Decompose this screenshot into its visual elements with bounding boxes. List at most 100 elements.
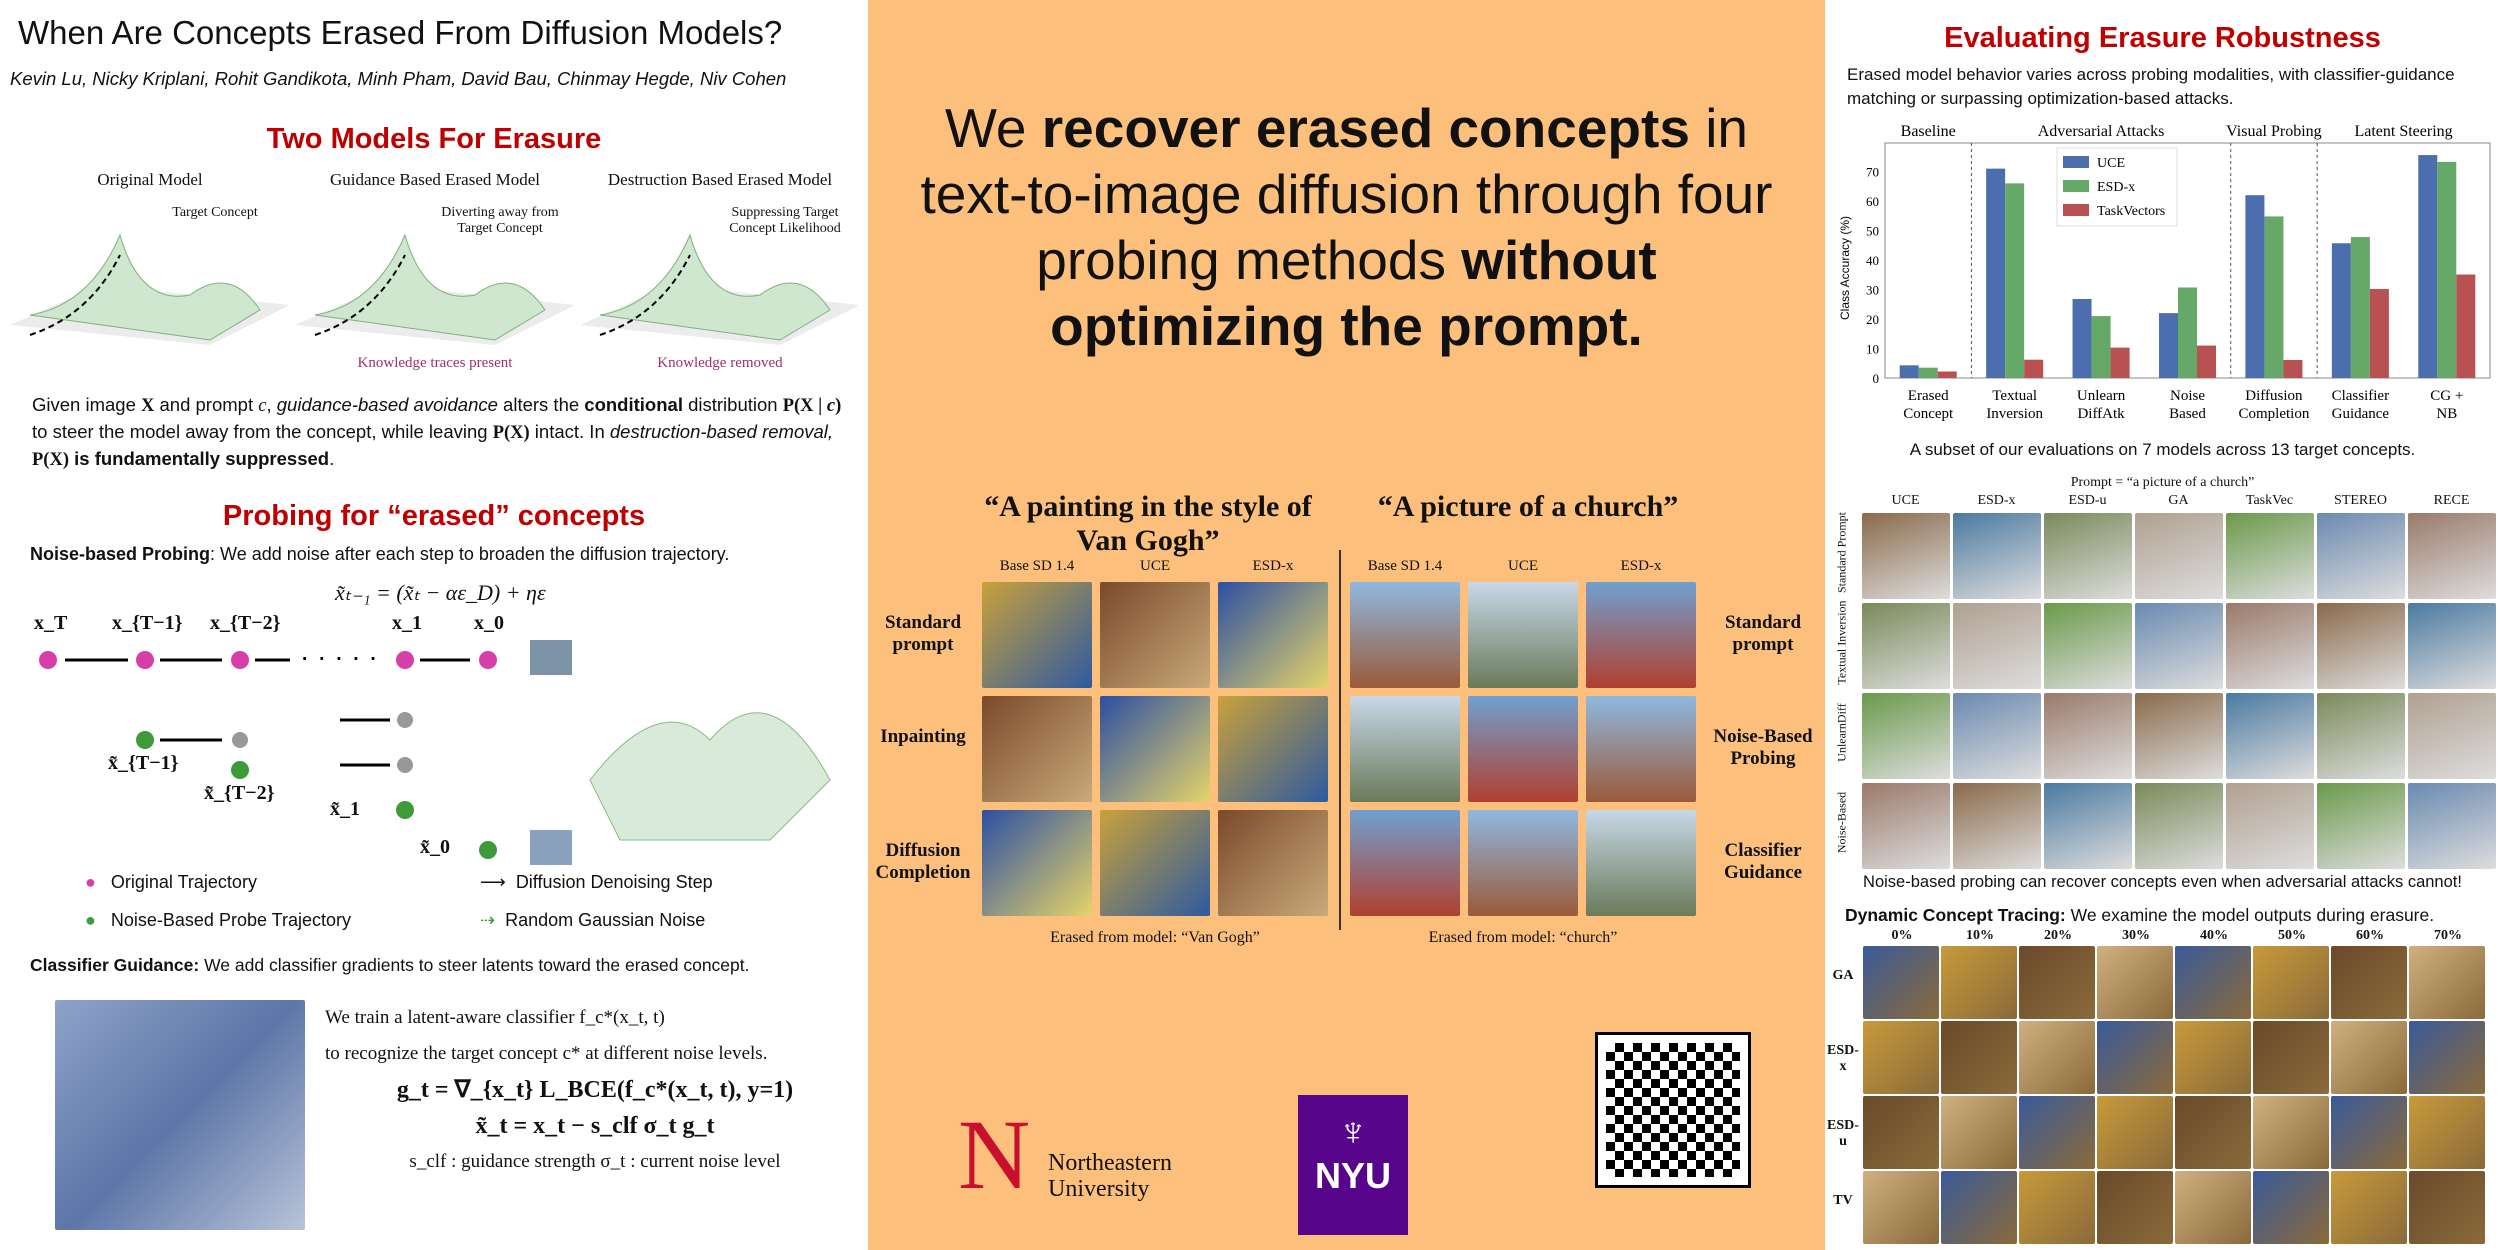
x-tick-label: Unlearn (2077, 388, 2126, 404)
tracing-row-label: ESD-u (1827, 1118, 1859, 1149)
tracing-image (2253, 1021, 2329, 1094)
tracing-image (2253, 1096, 2329, 1169)
y-axis-label: Class Accuracy (%) (1838, 216, 1852, 320)
grid-image (2044, 693, 2132, 779)
grid-column-label: TaskVec (2245, 493, 2294, 508)
bar-UCE (1899, 365, 1919, 378)
nyu-logo: ♆NYU (1298, 1095, 1408, 1235)
y-tick-label: 20 (1866, 312, 1879, 327)
bar-UCE (1986, 168, 2006, 378)
example-image (1586, 696, 1696, 802)
tracing-column-label: 30% (2122, 928, 2150, 943)
bar-UCE (2418, 155, 2438, 378)
two-models-heading: Two Models For Erasure (266, 123, 602, 155)
grid-image (2135, 513, 2223, 599)
tracing-row-label: GA (1832, 968, 1854, 983)
grid-image (2317, 783, 2405, 869)
density-surface (10, 233, 290, 345)
tracing-image (2097, 946, 2173, 1019)
bar-UCE (2245, 195, 2265, 378)
noise-equation: x̃ₜ₋₁ = (x̃ₜ − αε_D) + ηε (335, 580, 546, 605)
tracing-column-label: 70% (2434, 928, 2462, 943)
x-tick-label: Concept (1903, 406, 1954, 422)
column-label: ESD-x (1620, 558, 1662, 574)
legend-label: UCE (2097, 156, 2125, 171)
tracing-image (2097, 1171, 2173, 1244)
node-label-x-1: x_1 (392, 612, 422, 634)
x-tick-label: Classifier (2332, 388, 2390, 404)
probing-heading: Probing for “erased” concepts (222, 500, 646, 532)
example-image (982, 810, 1092, 916)
example-caption: Erased from model: “Van Gogh” (1050, 929, 1260, 946)
headline: We recover erased concepts in text-to-im… (920, 97, 1773, 357)
x-tick-label: NB (2436, 406, 2457, 422)
y-tick-label: 0 (1873, 371, 1880, 386)
bar-TaskVectors (2369, 288, 2389, 378)
bar-ESD-x (2264, 216, 2284, 378)
grid-image (2044, 603, 2132, 689)
grid-image (2135, 693, 2223, 779)
bar-UCE (2331, 243, 2351, 378)
tracing-image (1941, 1096, 2017, 1169)
trajectory-diagram: · · · · · (39, 640, 831, 865)
grid-image (2135, 603, 2223, 689)
example-image (982, 582, 1092, 688)
bar-TaskVectors (2456, 274, 2476, 378)
x-tick-label: Completion (2239, 406, 2310, 422)
tracing-image (2097, 1096, 2173, 1169)
grid-image (1953, 783, 2041, 869)
y-tick-label: 10 (1866, 342, 1879, 357)
poster-title: When Are Concepts Erased From Diffusion … (18, 14, 783, 51)
tracing-image (2019, 1096, 2095, 1169)
x-tick-label: Based (2169, 406, 2206, 422)
example-caption: Erased from model: “church” (1428, 929, 1618, 946)
example-image (1100, 810, 1210, 916)
grid-image (2408, 783, 2496, 869)
example-image (1218, 810, 1328, 916)
grid-column-label: ESD-x (1977, 493, 2016, 508)
tracing-image (1863, 946, 1939, 1019)
grid-image (2317, 693, 2405, 779)
qr-code[interactable] (1595, 1032, 1751, 1188)
example-image (1586, 582, 1696, 688)
grid-column-label: GA (2168, 493, 2189, 508)
node-label-x-T-2: x_{T−2} (210, 612, 281, 634)
node-label-x-tilde-1: x̃_1 (330, 798, 360, 820)
panel-note: Diverting away from Target Concept (441, 205, 559, 236)
bar-TaskVectors (2283, 360, 2303, 378)
panel-note: Target Concept (172, 205, 258, 220)
grid-image (2408, 513, 2496, 599)
grid-column-label: RECE (2433, 493, 2470, 508)
tracing-image (2409, 946, 2485, 1019)
tracing-image (2409, 1171, 2485, 1244)
grid-image (2226, 783, 2314, 869)
robustness-heading: Evaluating Erasure Robustness (1944, 22, 2381, 54)
tracing-image (2175, 1021, 2251, 1094)
example-image (1100, 582, 1210, 688)
x-tick-label: Textual (1992, 388, 2037, 404)
row-label: Standard prompt (1724, 612, 1802, 655)
tracing-column-label: 10% (1966, 928, 1994, 943)
bar-ESD-x (2005, 183, 2025, 378)
panel-title: Destruction Based Erased Model (607, 170, 833, 189)
density-surface (295, 233, 575, 345)
tracing-image (1863, 1021, 1939, 1094)
tracing-image (2019, 1171, 2095, 1244)
grid-column-label: ESD-u (2068, 493, 2107, 508)
grid-caption: Noise-based probing can recover concepts… (1863, 873, 2462, 891)
tracing-image (2097, 1021, 2173, 1094)
y-tick-label: 40 (1866, 253, 1879, 268)
bar-TaskVectors (2197, 345, 2217, 378)
example-image (1218, 582, 1328, 688)
example-image (1468, 696, 1578, 802)
legend-swatch (2063, 156, 2089, 168)
grid-image (1862, 603, 1950, 689)
y-tick-label: 50 (1866, 224, 1879, 239)
grid-column-label: STEREO (2334, 493, 2387, 508)
x-tick-label: Erased (1908, 388, 1949, 404)
grid-row-label: Noise-Based (1834, 791, 1849, 854)
grid-image (2317, 603, 2405, 689)
panel-title: Guidance Based Erased Model (329, 170, 541, 189)
column-label: Base SD 1.4 (1367, 558, 1443, 574)
